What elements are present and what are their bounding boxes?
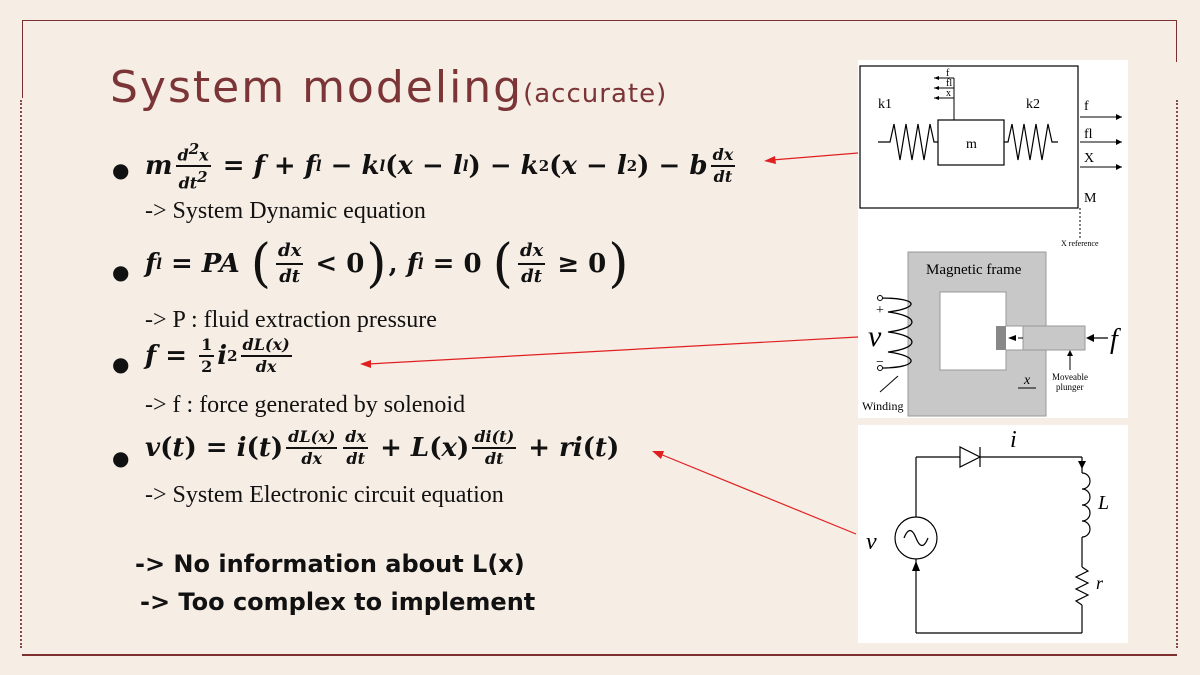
- arrow-head-icon: [764, 156, 776, 164]
- dotted-border-right: [1176, 100, 1178, 648]
- circuit-svg: i L v r: [866, 427, 1109, 634]
- circuit-diagram: i L v r: [858, 425, 1128, 643]
- mass-label: m: [966, 137, 977, 152]
- force-f-label: f: [1110, 324, 1121, 355]
- frame-right-line: [1176, 20, 1177, 62]
- moveable-label: Moveable: [1052, 372, 1088, 382]
- voltage-v-label: v: [868, 320, 882, 353]
- x-reference-label: X reference: [1061, 239, 1099, 248]
- conclusion-too-complex: -> Too complex to implement: [140, 588, 536, 616]
- bullet-4-description: -> System Electronic circuit equation: [145, 482, 504, 508]
- frame-bottom-line: [22, 654, 1177, 656]
- gap-x-label: x: [1023, 373, 1031, 388]
- plus-terminal-label: +: [876, 303, 884, 318]
- spring-k1-label: k1: [878, 97, 892, 112]
- arrow-head-icon: [652, 451, 664, 459]
- spring-k2-label: k2: [1026, 97, 1040, 112]
- frame-left-line: [22, 20, 23, 98]
- frame-top-line: [22, 20, 1177, 21]
- bullet-2-description: -> P : fluid extraction pressure: [145, 307, 437, 333]
- force-fl-label: fl: [1084, 127, 1093, 142]
- bullet-1-description: -> System Dynamic equation: [145, 198, 426, 224]
- mass-spring-svg: f fl x k1 k2 m f fl X M X reference: [859, 65, 1122, 248]
- force-f-label: f: [1084, 99, 1089, 114]
- force-fl-small-label: fl: [946, 78, 952, 89]
- arrow-to-solenoid-eq: [367, 336, 859, 365]
- current-i-label: i: [1010, 427, 1017, 453]
- slide-title: System modeling(accurate): [110, 62, 668, 113]
- winding-label: Winding: [862, 399, 904, 413]
- minus-terminal-label: −: [876, 355, 884, 370]
- x-small-label: x: [946, 88, 951, 99]
- slide-subtitle: (accurate): [523, 79, 668, 109]
- bullet-dot: ●: [112, 260, 130, 284]
- solenoid-svg: Magnetic frame + v − f x Moveable plunge…: [862, 251, 1121, 417]
- arrow-to-circuit-eq: [659, 453, 857, 535]
- dotted-border-left: [20, 100, 22, 648]
- resistor-r-label: r: [1096, 573, 1104, 593]
- solenoid-diagram: Magnetic frame + v − f x Moveable plunge…: [858, 250, 1128, 418]
- plunger-label: plunger: [1056, 382, 1084, 392]
- arrow-head-icon: [360, 360, 371, 368]
- position-x-label: X: [1084, 151, 1094, 166]
- bullet-3-description: -> f : force generated by solenoid: [145, 392, 466, 418]
- magnetic-frame-label: Magnetic frame: [926, 262, 1022, 278]
- conclusion-no-info: -> No information about L(x): [135, 550, 525, 578]
- bullet-dot: ●: [112, 446, 130, 470]
- source-v-label: v: [866, 529, 877, 555]
- mass-m-label: M: [1084, 191, 1097, 206]
- arrow-to-dynamic-eq: [771, 152, 859, 161]
- bullet-dot: ●: [112, 158, 130, 182]
- inductor-L-label: L: [1097, 492, 1109, 514]
- bullet-dot: ●: [112, 352, 130, 376]
- mass-spring-diagram: f fl x k1 k2 m f fl X M X reference: [858, 60, 1128, 252]
- force-f-small-label: f: [946, 68, 950, 79]
